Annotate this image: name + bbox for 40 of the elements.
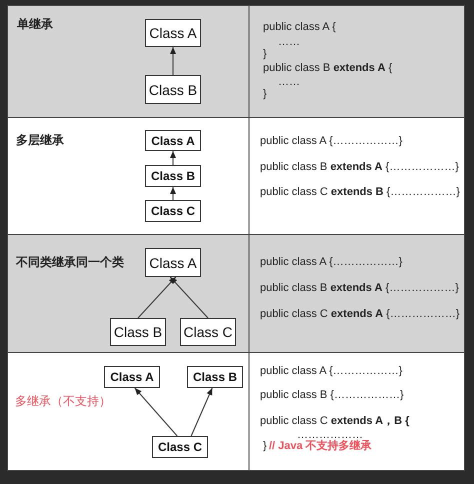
code-line: public class A {………………} bbox=[260, 135, 402, 148]
inheritance-arrow bbox=[134, 388, 178, 436]
row-heading: 多继承（不支持） bbox=[15, 394, 111, 408]
code-line: ……………… bbox=[297, 429, 363, 441]
class-box: Class B bbox=[145, 165, 201, 187]
code-line: …… bbox=[278, 76, 300, 89]
inheritance-arrow bbox=[170, 46, 176, 76]
code-line: } bbox=[263, 88, 267, 101]
class-box: Class C bbox=[152, 436, 208, 458]
row-heading: 多层继承 bbox=[16, 133, 64, 147]
code-comment: // Java 不支持多继承 bbox=[269, 440, 372, 453]
inheritance-arrow bbox=[170, 150, 176, 166]
code-line: } bbox=[263, 48, 267, 61]
class-box: Class B bbox=[145, 75, 201, 104]
class-box: Class B bbox=[187, 366, 243, 388]
inheritance-arrow bbox=[190, 388, 213, 436]
class-box: Class C bbox=[145, 200, 201, 222]
class-box: Class A bbox=[145, 248, 201, 277]
inheritance-arrow bbox=[170, 186, 176, 200]
code-line: public class B extends A {………………} bbox=[260, 161, 459, 174]
class-box: Class C bbox=[180, 318, 236, 346]
class-box: Class A bbox=[145, 130, 201, 151]
code-line: public class A {………………} bbox=[260, 256, 402, 269]
code-line: public class A { bbox=[263, 21, 336, 34]
class-box: Class A bbox=[104, 366, 160, 388]
class-box: Class B bbox=[110, 318, 166, 346]
code-line: public class C extends A {………………} bbox=[260, 308, 460, 321]
code-line: …… bbox=[278, 36, 300, 49]
row-heading: 单继承 bbox=[17, 17, 53, 31]
inheritance-arrow bbox=[170, 276, 208, 318]
inheritance-arrow bbox=[138, 276, 176, 318]
code-line: } bbox=[263, 440, 267, 453]
code-line: public class C extends A，B { bbox=[260, 415, 410, 428]
code-line: public class B extends A { bbox=[263, 62, 392, 75]
code-line: public class A {………………} bbox=[260, 365, 402, 378]
code-line: public class B {………………} bbox=[260, 389, 404, 402]
code-line: public class B extends A {………………} bbox=[260, 282, 459, 295]
row-heading: 不同类继承同一个类 bbox=[16, 255, 124, 269]
class-box: Class A bbox=[145, 19, 201, 47]
code-line: public class C extends B {………………} bbox=[260, 186, 460, 199]
